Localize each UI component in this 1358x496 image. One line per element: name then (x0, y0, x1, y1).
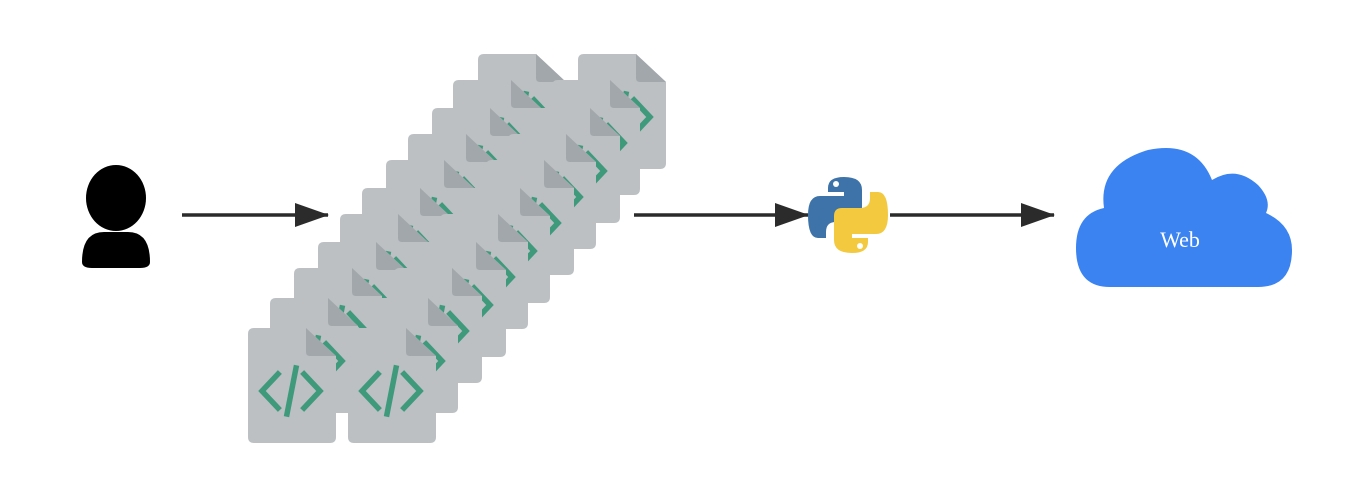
python-logo-icon (808, 177, 888, 253)
cloud-label: Web (1160, 227, 1200, 252)
cloud-icon: Web (1076, 148, 1292, 287)
code-file-icon (348, 328, 436, 443)
person-icon (82, 165, 150, 268)
code-file-stack (248, 54, 666, 443)
code-file-icon (248, 328, 336, 443)
